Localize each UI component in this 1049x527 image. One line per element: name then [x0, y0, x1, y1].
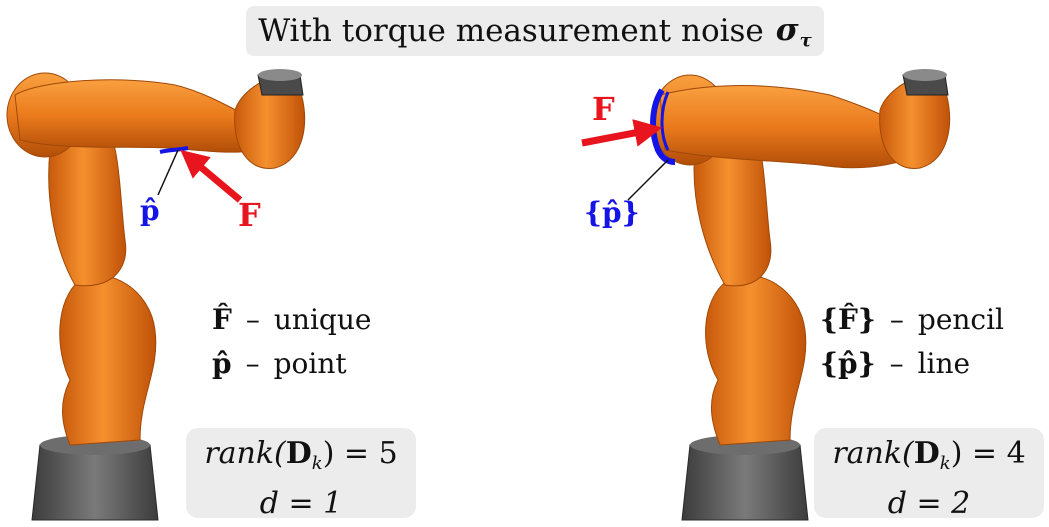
- left-legend: F̂–unique p̂–point: [212, 298, 371, 386]
- right-force-arrow: [582, 130, 650, 143]
- left-robot-upper-arm: [15, 80, 260, 152]
- right-rank-box: rank(Dk) = 4 d = 2: [814, 428, 1044, 518]
- left-force-arrow: [190, 158, 240, 200]
- left-d-value: d = 1: [186, 484, 416, 524]
- right-point-leader-line: [628, 160, 668, 200]
- right-rank-equation: rank(Dk) = 4: [814, 434, 1044, 484]
- right-d-value: d = 2: [814, 484, 1044, 524]
- left-rank-equation: rank(Dk) = 5: [186, 434, 416, 484]
- right-robot-lower-link: [706, 276, 806, 445]
- right-point-label: {p̂}: [584, 196, 640, 229]
- left-robot-lower-link: [60, 276, 156, 445]
- right-legend-row-point: {p̂}–line: [820, 342, 1004, 386]
- right-legend: {F̂}–pencil {p̂}–line: [820, 298, 1004, 386]
- left-robot-base: [32, 445, 158, 520]
- left-point-leader-line: [158, 150, 178, 195]
- left-point-label: p̂: [140, 194, 160, 227]
- right-robot-base: [682, 445, 808, 520]
- right-legend-row-force: {F̂}–pencil: [820, 298, 1004, 342]
- left-legend-row-force: F̂–unique: [212, 298, 371, 342]
- left-legend-row-point: p̂–point: [212, 342, 371, 386]
- left-force-label: F: [238, 196, 261, 234]
- left-rank-box: rank(Dk) = 5 d = 1: [186, 428, 416, 518]
- left-estimated-point: [160, 148, 188, 152]
- right-force-label: F: [592, 90, 615, 128]
